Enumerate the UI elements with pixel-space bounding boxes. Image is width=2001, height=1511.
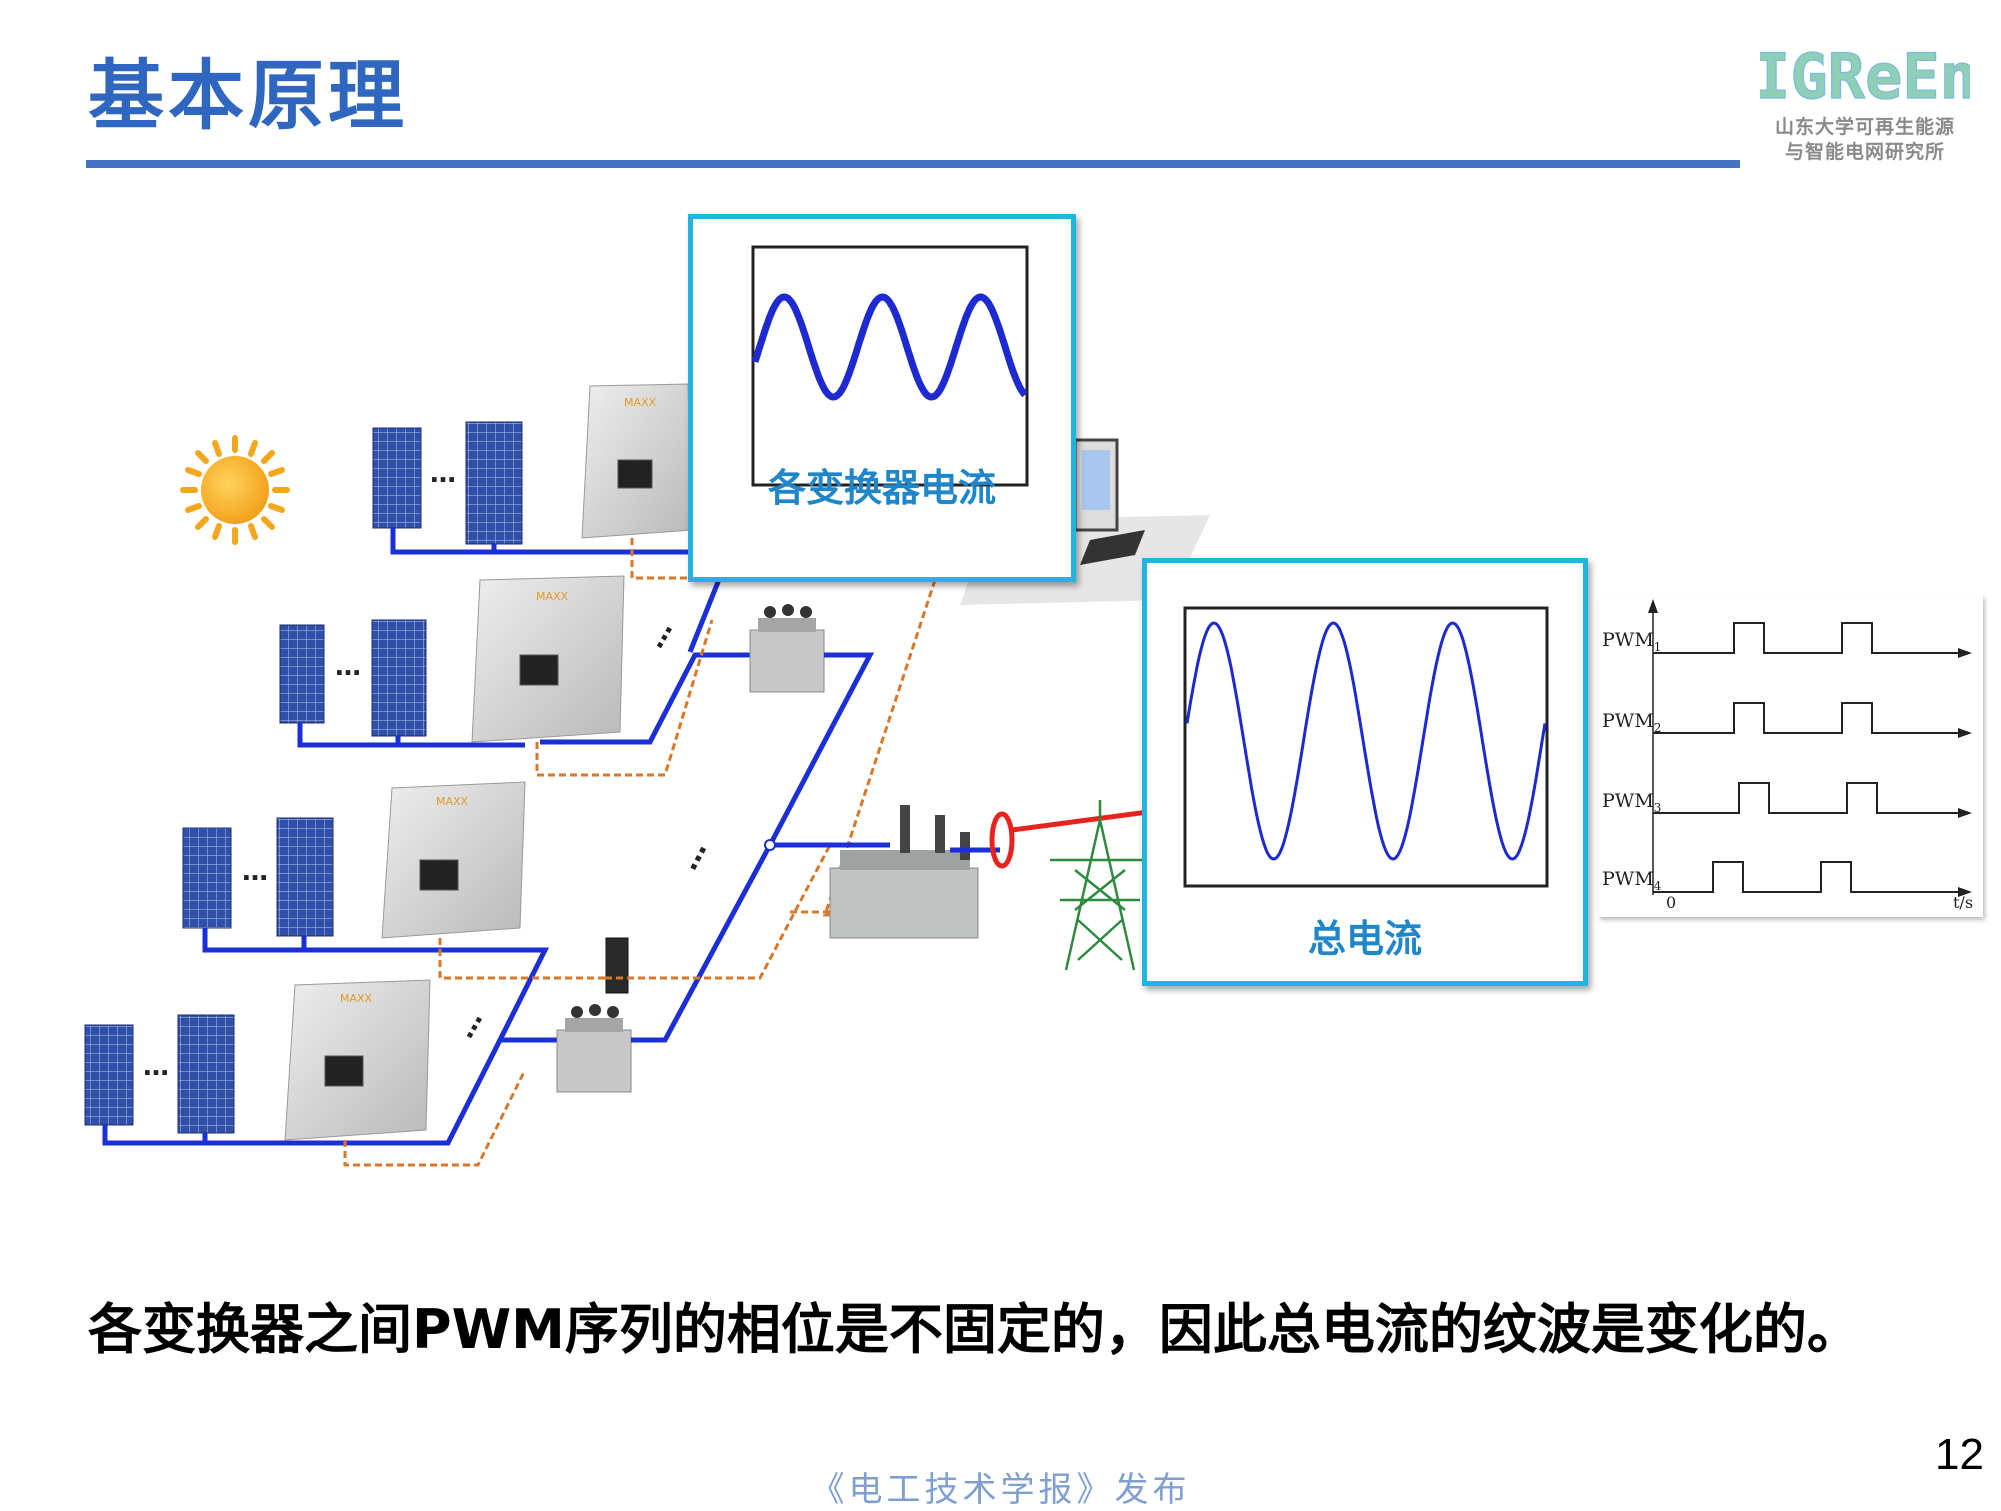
svg-text:…: … [143, 1052, 169, 1082]
logo-wordmark: IGReEn [1760, 40, 1970, 112]
slide-title: 基本原理 [88, 51, 408, 140]
pv-array-3: … [182, 817, 420, 953]
total-current-label: 总电流 [1307, 917, 1422, 961]
svg-text:…: … [242, 857, 268, 887]
main-transformer [829, 805, 979, 939]
transformer-3 [556, 1004, 632, 1093]
pwm1-label: PWM1 [1602, 629, 1662, 654]
pwm-timing-diagram: PWM1 PWM2 PWM3 PWM4 0 t/s [1598, 595, 1983, 917]
converter-current-label: 各变换器电流 [767, 466, 996, 510]
svg-text:MAXX: MAXX [340, 992, 373, 1005]
pwm-axes [1648, 599, 1972, 897]
slide-caption: 各变换器之间PWM序列的相位是不固定的，因此总电流的纹波是变化的。 [88, 1298, 1861, 1361]
publisher-footer: 《电工技术学报》发布 [810, 1470, 1191, 1510]
svg-text:MAXX: MAXX [624, 396, 657, 409]
svg-text:…: … [430, 459, 456, 489]
transformer-1 [749, 604, 825, 693]
svg-text:…: … [335, 652, 361, 682]
pv-array-1: … [372, 421, 620, 555]
svg-text:…: … [450, 1006, 489, 1044]
switch-device [605, 937, 629, 994]
inverter-1: MAXX [581, 383, 693, 539]
title-underline [86, 160, 1740, 168]
pwm4-label: PWM4 [1602, 868, 1662, 893]
total-current-plot [1183, 606, 1549, 888]
svg-text:MAXX: MAXX [436, 795, 469, 808]
transmission-tower-icon [1050, 800, 1150, 971]
pwm-time-axis-label: t/s [1953, 893, 1974, 912]
inverter-3: MAXX [381, 781, 526, 939]
pv-array-2: … [279, 619, 525, 748]
converter-current-callout: 各变换器电流 [688, 214, 1076, 582]
total-current-callout: 总电流 [1142, 558, 1588, 986]
inverter-4: MAXX [284, 979, 431, 1141]
page-number: 12 [1935, 1430, 1984, 1479]
pwm-origin-label: 0 [1666, 893, 1677, 912]
logo-line-2: 与智能电网研究所 [1784, 141, 1945, 163]
svg-text:…: … [671, 835, 713, 875]
current-sensor [989, 809, 1149, 869]
logo-line-1: 山东大学可再生能源 [1774, 116, 1955, 138]
svg-text:…: … [640, 616, 679, 654]
converter-current-plot [751, 245, 1029, 487]
pv-array-4: … [84, 1014, 330, 1146]
svg-text:MAXX: MAXX [536, 590, 569, 603]
institute-logo: IGReEn 山东大学可再生能源 与智能电网研究所 [1752, 39, 1977, 170]
logo-wordmark-graphic: IGReEn [1752, 39, 1977, 113]
inverter-2: MAXX [471, 575, 625, 743]
pwm3-label: PWM3 [1602, 790, 1662, 815]
sun-icon [180, 435, 290, 545]
total-current-waveform [1185, 621, 1547, 861]
pwm2-label: PWM2 [1602, 710, 1662, 735]
converter-current-waveform [751, 293, 1028, 401]
